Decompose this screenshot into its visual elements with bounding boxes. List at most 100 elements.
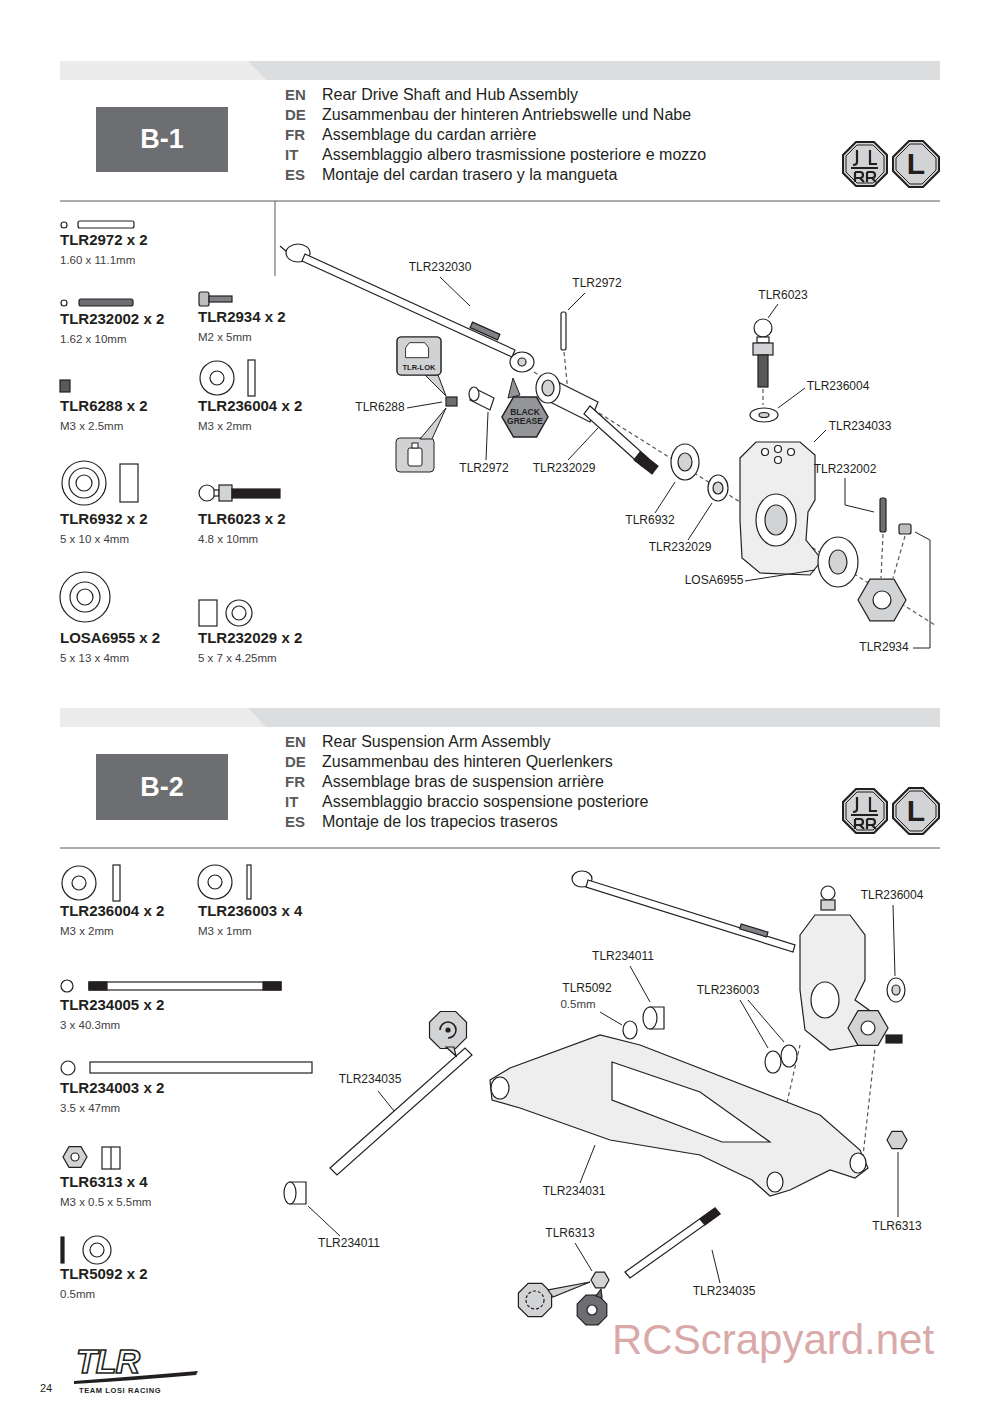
drive-shaft-b1-part xyxy=(561,312,566,350)
parts-icon-part xyxy=(200,361,234,395)
callout-pointer-part xyxy=(412,443,418,448)
drive-shaft-b1-part xyxy=(829,550,847,574)
language-code: ES xyxy=(285,166,305,183)
step-title: Rear Drive Shaft and Hub Assembly xyxy=(322,86,578,104)
parts-icon-part xyxy=(248,360,255,396)
parts-icon-part xyxy=(89,982,107,990)
callout-number: TLR6932 xyxy=(625,514,674,528)
leader-line-part xyxy=(568,293,585,310)
part-number: TLR236003 x 4 xyxy=(198,902,302,919)
header-bar-part xyxy=(275,201,276,276)
drive-shaft-b1-part xyxy=(536,373,560,403)
part-number: TLR236004 x 2 xyxy=(60,902,164,919)
header-bar-part xyxy=(60,61,940,80)
language-code: DE xyxy=(285,106,306,123)
parts-icon-part xyxy=(70,582,100,612)
leader-line-part xyxy=(407,402,442,408)
callout-number: TLR6313 xyxy=(545,1227,594,1241)
hex-outline-part xyxy=(502,397,548,437)
parts-icon-part xyxy=(61,300,67,306)
header-bar-part xyxy=(60,848,940,849)
part-size: 1.62 x 10mm xyxy=(60,333,126,346)
step-title: Assemblage bras de suspension arrière xyxy=(322,773,604,791)
parts-icon-part xyxy=(247,865,251,899)
suspension-arm-b2-part xyxy=(811,982,839,1018)
suspension-arm-b2-part xyxy=(892,985,900,995)
drive-shaft-b1-part xyxy=(758,355,768,387)
drive-shaft-b1-part xyxy=(759,413,769,418)
callout-pointer-part xyxy=(408,448,422,466)
drive-shaft-b1-part xyxy=(754,319,772,337)
callout-number: TLR236003 xyxy=(697,984,760,998)
drive-shaft-b1-part xyxy=(881,534,883,578)
leader-line-part xyxy=(580,1145,595,1183)
leader-line-part xyxy=(913,532,930,648)
parts-icon-part xyxy=(71,1153,79,1161)
parts-icon-part xyxy=(61,1061,75,1075)
parts-icon-part xyxy=(232,606,246,620)
drive-shaft-b1-part xyxy=(880,498,886,532)
part-number: TLR6313 x 4 xyxy=(60,1173,148,1190)
drive-shaft-b1 xyxy=(280,244,935,625)
step-box: B-1 xyxy=(96,107,228,172)
drive-shaft-b1-part xyxy=(534,372,935,625)
callout-pointer-part xyxy=(396,438,434,472)
callout-number: TLR2972 xyxy=(459,462,508,476)
callout-number: TLR6023 xyxy=(758,289,807,303)
part-size: 3.5 x 47mm xyxy=(60,1102,120,1115)
callout-number: TLR234011 xyxy=(318,1237,380,1251)
step-title: Zusammenbau der hinteren Antriebswelle u… xyxy=(322,106,691,124)
drive-shaft-b1-part xyxy=(470,388,494,410)
part-number: TLR232002 x 2 xyxy=(60,310,164,327)
parts-icon-part xyxy=(263,982,281,990)
drive-shaft-b1-part xyxy=(818,537,858,587)
callout-number: TLR234035 xyxy=(693,1285,756,1299)
parts-icon-part xyxy=(210,371,224,385)
callout-number: TLR234011 xyxy=(592,950,654,964)
header-bar-part xyxy=(60,201,940,202)
header-bar-part xyxy=(60,708,266,727)
node-text: TLR-LOK xyxy=(403,364,436,372)
part-size: 0.5mm xyxy=(60,1288,95,1301)
suspension-arm-b2-part xyxy=(625,1208,720,1278)
drive-shaft-b1-part xyxy=(708,475,728,501)
step-title: Rear Suspension Arm Assembly xyxy=(322,733,551,751)
part-number: LOSA6955 x 2 xyxy=(60,629,160,646)
tool-icon xyxy=(843,142,887,833)
suspension-arm-b2-part xyxy=(643,1007,657,1029)
parts-icon-part xyxy=(63,1147,87,1168)
parts-icon-part xyxy=(198,865,232,899)
suspension-arm-b2-part xyxy=(526,1291,544,1309)
part-size: M3 x 2.5mm xyxy=(60,420,123,433)
part-number: TLR2934 x 2 xyxy=(198,308,286,325)
step-title: Assemblage du cardan arrière xyxy=(322,126,536,144)
grease-callout: BLACK GREASE xyxy=(501,393,549,441)
node-text: BLACK GREASE xyxy=(506,408,544,426)
suspension-arm-b2-part xyxy=(612,1062,770,1142)
drive-shaft-b1-part xyxy=(740,442,822,575)
leader-line-part xyxy=(814,430,826,442)
tool-icon-part xyxy=(851,797,878,829)
callout-number: TLR2934 xyxy=(859,641,908,655)
leader-line-part xyxy=(655,482,675,513)
part-number: TLR6932 x 2 xyxy=(60,510,148,527)
callout-number: TLR236004 xyxy=(861,889,924,903)
suspension-arm-b2-part xyxy=(861,1021,875,1035)
suspension-arm-b2-part xyxy=(330,1048,472,1175)
drive-shaft-b1-part xyxy=(873,591,891,609)
parts-icon-part xyxy=(214,490,219,496)
parts-icon-part xyxy=(62,461,106,505)
oct-outline-part xyxy=(896,791,936,831)
leader-line-part xyxy=(568,428,598,460)
suspension-arm-b2-part xyxy=(491,1077,509,1099)
callout-number: TLR234033 xyxy=(829,420,892,434)
drive-shaft-b1-part xyxy=(756,494,796,546)
node-text: B-2 xyxy=(140,773,184,801)
drive-shaft-b1-part xyxy=(671,444,699,480)
callout-pointer-part xyxy=(420,408,446,439)
leader-line-part xyxy=(575,1243,592,1271)
parts-icon-part xyxy=(226,600,252,626)
brand-name: TEAM LOSI RACING xyxy=(79,1387,161,1396)
suspension-arm-b2 xyxy=(284,871,907,1325)
parts-icon-part xyxy=(62,866,96,900)
